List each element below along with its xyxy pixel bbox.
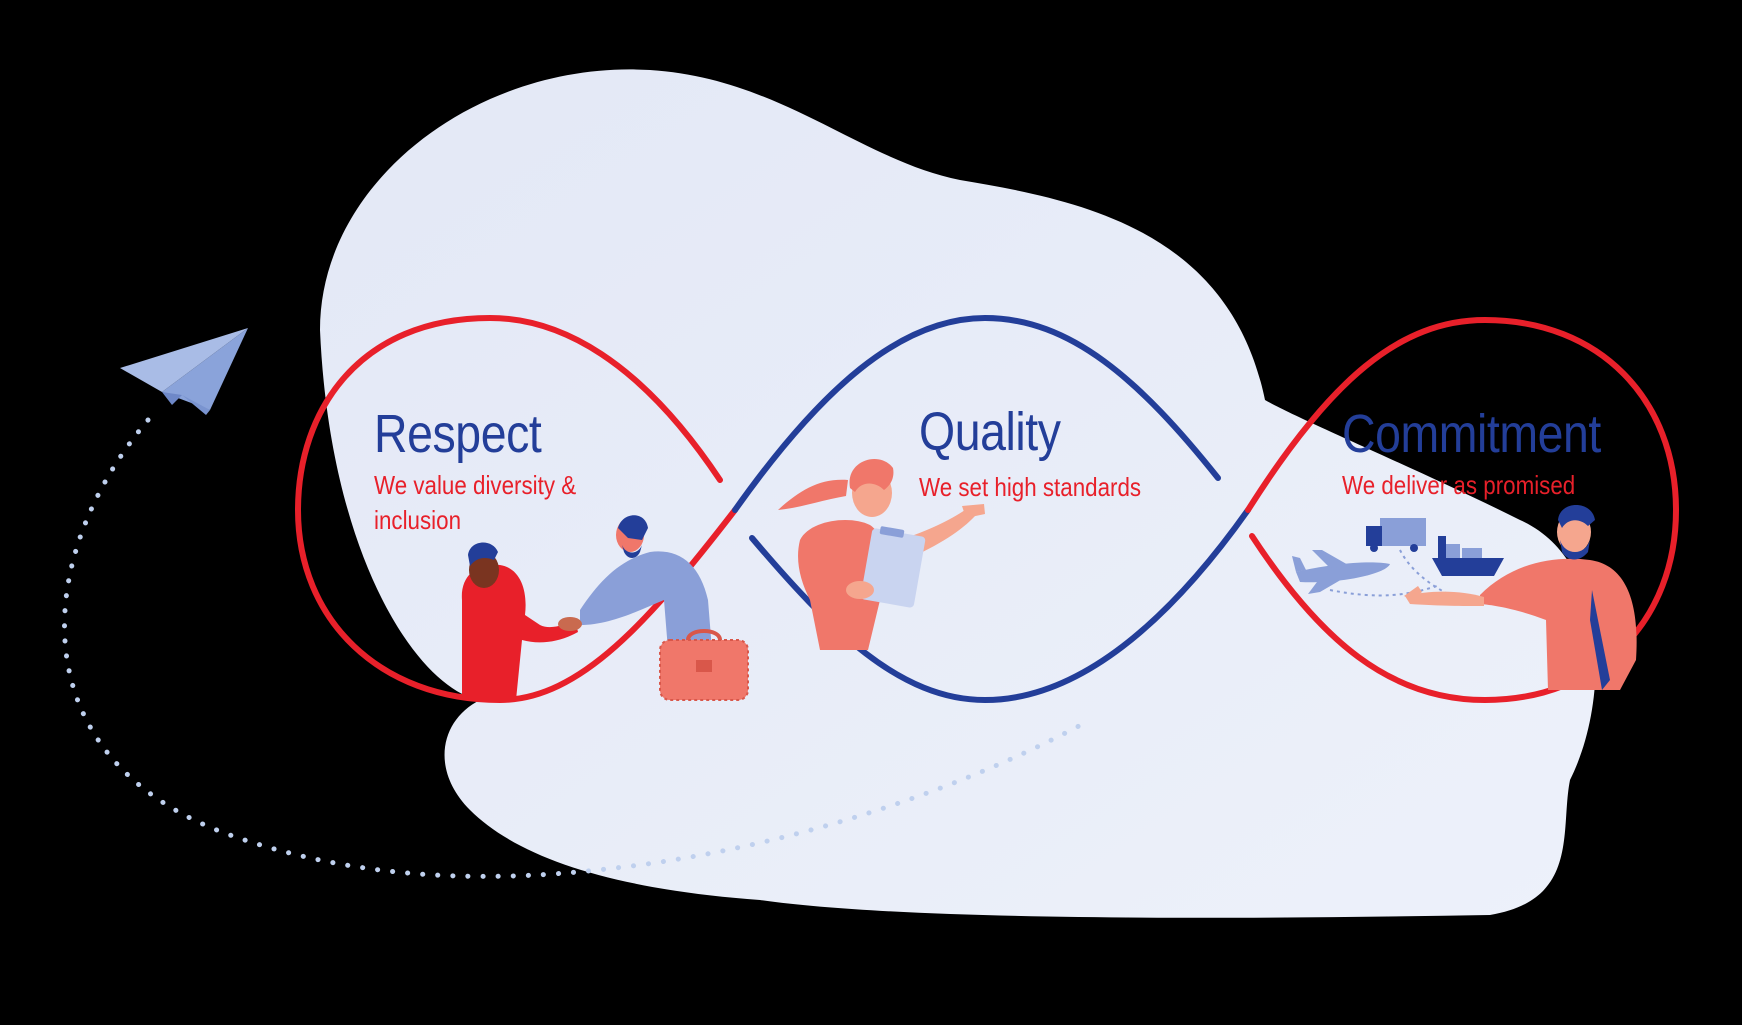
quality-loop-top bbox=[732, 314, 1221, 513]
paper-plane-icon bbox=[120, 328, 248, 415]
respect-loop bbox=[294, 314, 738, 704]
quality-title: Quality bbox=[919, 402, 1061, 462]
respect-title: Respect bbox=[374, 404, 542, 464]
background-cloud bbox=[320, 69, 1596, 918]
handshake-people-icon bbox=[461, 515, 749, 701]
quality-subtitle: We set high standards bbox=[919, 472, 1142, 502]
woman-with-clipboard-icon bbox=[778, 458, 985, 650]
commitment-loop bbox=[1245, 316, 1680, 704]
commitment-subtitle: We deliver as promised bbox=[1342, 470, 1576, 500]
commitment-title: Commitment bbox=[1342, 404, 1601, 464]
respect-subtitle: We value diversity & inclusion bbox=[374, 470, 577, 535]
logistics-delivery-icon bbox=[1292, 505, 1637, 690]
dotted-trajectory bbox=[62, 417, 1093, 879]
